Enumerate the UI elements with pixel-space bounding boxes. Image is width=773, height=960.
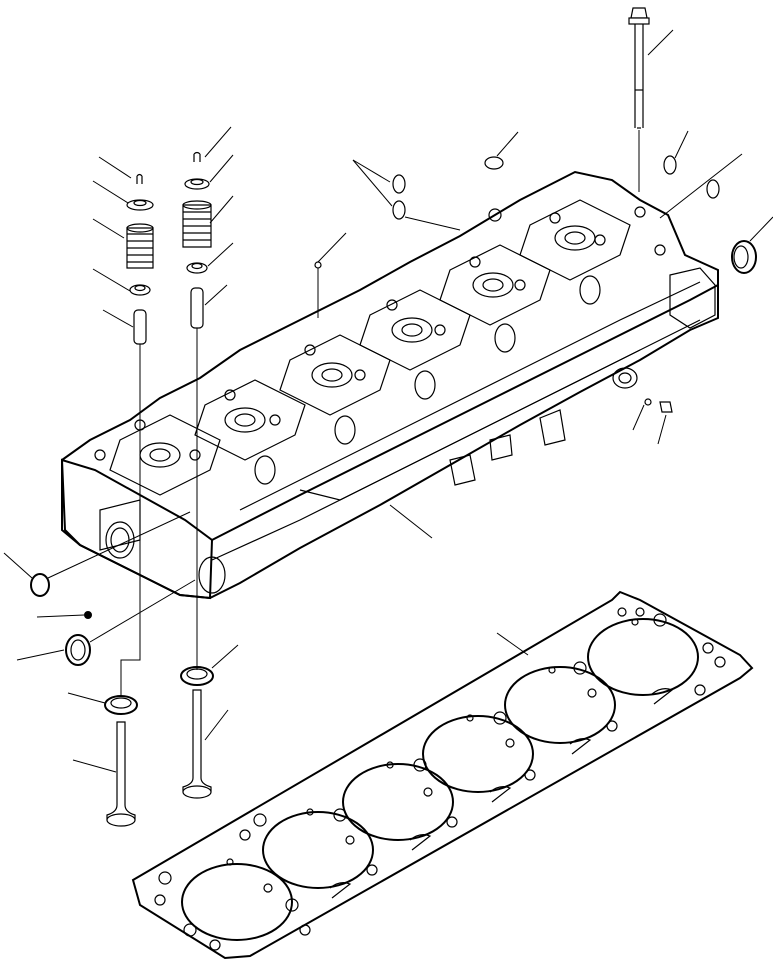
- head-bolt-holes: [94, 206, 666, 461]
- port-seal: [65, 634, 91, 666]
- left-valve-stack: [120, 173, 154, 695]
- valve-seat-insert: [104, 695, 138, 715]
- gasket-small-holes: [154, 607, 726, 951]
- right-valve-stack: [182, 151, 212, 670]
- side-ports: [254, 275, 601, 485]
- intake-valve: [182, 689, 212, 799]
- valve-stem-seal: [129, 284, 151, 296]
- exhaust-valve: [106, 721, 136, 827]
- valve-stem-seal: [186, 262, 208, 274]
- valve-keeper: [193, 151, 201, 162]
- head-gasket: [131, 590, 754, 960]
- cylinder-head: [60, 170, 719, 600]
- gasket-bore-holes: [181, 618, 699, 941]
- screw-plug: [644, 398, 673, 413]
- valve-guide: [133, 309, 147, 345]
- o-ring: [314, 155, 720, 269]
- gasket-oil-passages: [329, 688, 674, 899]
- valve-spring: [182, 200, 212, 248]
- valve-guide: [190, 287, 204, 329]
- o-ring: [30, 573, 50, 597]
- valve-keeper: [136, 173, 143, 184]
- expansion-plug: [731, 240, 757, 274]
- valve-seat-insert: [180, 666, 214, 686]
- head-bolt: [628, 7, 650, 192]
- spring-retainer: [126, 199, 154, 211]
- ball-plug: [84, 611, 92, 619]
- spring-retainer: [184, 178, 210, 190]
- valve-spring: [126, 223, 154, 269]
- callout-leaders: [3, 29, 773, 773]
